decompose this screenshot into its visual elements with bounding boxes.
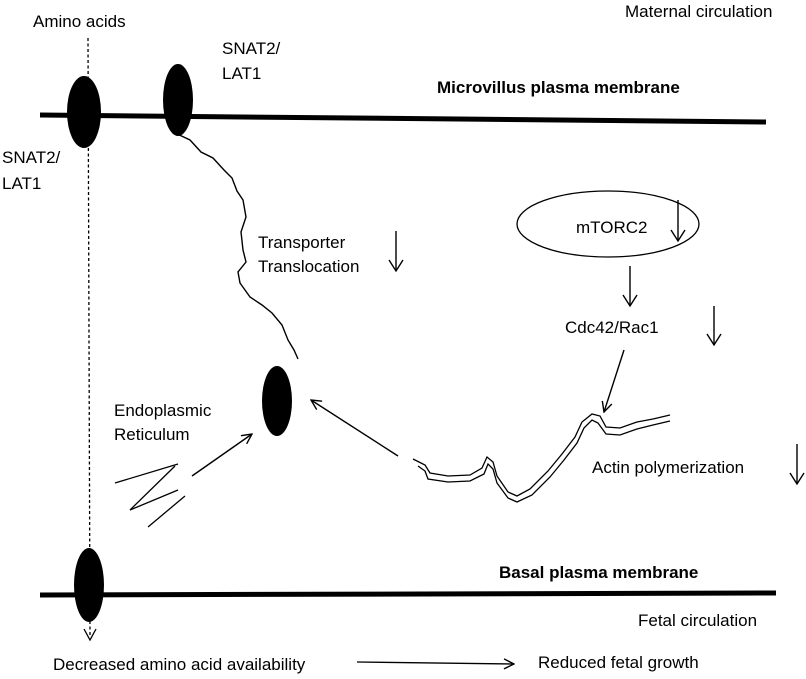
label-mtorc2: mTORC2 [576,218,647,237]
label-snat2-left-2: LAT1 [2,174,41,193]
transporter-oval-er [262,366,292,436]
down-arrow-cdc42 [706,306,722,347]
transporter-oval-top [163,64,193,136]
label-decreased-amino-acid: Decreased amino acid availability [53,655,306,674]
translocation-path [172,131,299,360]
arrow-er-to-transporter [191,434,252,477]
label-fetal-circulation: Fetal circulation [638,611,757,630]
microvillus-membrane-line [39,112,767,125]
label-snat2-top-1: SNAT2/ [222,39,281,58]
actin-filament [412,413,671,503]
label-amino-acids: Amino acids [33,12,126,31]
transporter-oval-basal [74,548,104,622]
amino-acid-dashed-arrowhead [83,628,97,642]
label-cdc42-rac1: Cdc42/Rac1 [565,318,659,337]
label-snat2-left-1: SNAT2/ [2,148,61,167]
label-translocation: Translocation [258,257,359,276]
label-reduced-fetal-growth: Reduced fetal growth [538,653,699,672]
label-transporter: Transporter [258,233,346,252]
arrow-decreased-to-reduced [356,662,514,664]
arrow-actin-to-er [311,400,399,457]
label-actin-polymerization: Actin polymerization [592,458,744,477]
arrow-cdc42-to-actin [604,349,625,412]
arrow-mtorc2-to-cdc42 [622,266,638,308]
down-arrow-transporter [388,231,404,273]
label-maternal-circulation: Maternal circulation [625,2,772,21]
down-arrow-actin [789,444,805,486]
basal-membrane-line [39,590,777,598]
label-basal-membrane: Basal plasma membrane [499,563,698,582]
down-arrow-mtorc2 [670,200,686,243]
mtorc2-ellipse [516,190,700,258]
label-endoplasmic: Endoplasmic [114,401,212,420]
er-strands [114,463,186,528]
label-snat2-top-2: LAT1 [222,64,261,83]
label-reticulum: Reticulum [114,425,190,444]
transporter-oval-left-top [67,76,101,148]
label-microvillus-membrane: Microvillus plasma membrane [437,78,680,97]
